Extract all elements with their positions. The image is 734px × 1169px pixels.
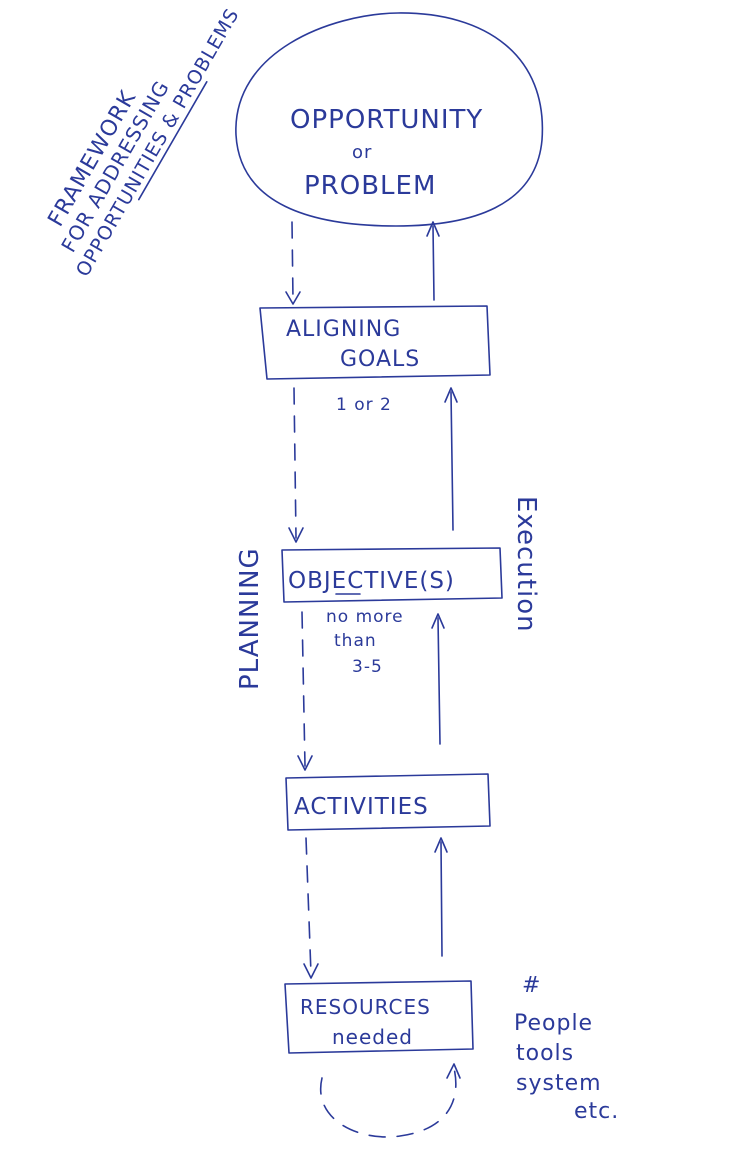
planning-arrow-2 — [293, 387, 297, 539]
resources-note: # People tools system etc. — [514, 973, 619, 1124]
planning-arrowhead-1 — [285, 291, 301, 305]
planning-arrow-1 — [291, 221, 294, 301]
opportunity-line-3: PROBLEM — [304, 171, 436, 201]
resources-line-1: RESOURCES — [300, 995, 431, 1019]
goals-line-1: ALIGNING — [286, 317, 401, 342]
activities-label: ACTIVITIES — [294, 794, 429, 820]
objectives-note-line-2: than — [334, 631, 377, 651]
resources-node: RESOURCES needed — [284, 980, 474, 1054]
activities-node: ACTIVITIES — [285, 773, 491, 831]
execution-arrowhead-4 — [434, 837, 448, 853]
resources-note-line-4: system — [516, 1071, 602, 1096]
resources-line-2: needed — [332, 1025, 413, 1049]
resources-note-line-5: etc. — [574, 1099, 619, 1124]
objectives-note-line-1: no more — [326, 607, 404, 627]
execution-arrow-3 — [437, 617, 441, 745]
goals-node: ALIGNING GOALS 1 or 2 — [259, 305, 491, 415]
resources-note-line-1: # — [522, 973, 541, 998]
resources-note-line-3: tools — [516, 1041, 574, 1066]
objectives-node: OBJECTIVE(S) no more than 3-5 — [281, 547, 503, 677]
planning-arrow-3 — [301, 611, 306, 767]
planning-label: PLANNING — [235, 547, 265, 690]
opportunity-node: OPPORTUNITY or PROBLEM — [235, 12, 544, 227]
execution-arrowhead-2 — [444, 387, 458, 403]
opportunity-ellipse — [235, 12, 544, 227]
planning-arrowhead-4 — [303, 963, 319, 979]
loop-arrow — [319, 1063, 461, 1138]
objectives-note-line-3: 3-5 — [352, 657, 383, 677]
planning-arrow-4 — [305, 837, 312, 975]
execution-arrow-4 — [440, 841, 443, 957]
execution-arrows — [426, 221, 458, 957]
planning-arrowhead-3 — [297, 755, 313, 771]
execution-label-group: Execution — [511, 496, 541, 633]
execution-arrow-2 — [450, 391, 454, 531]
goals-note: 1 or 2 — [336, 395, 392, 415]
side-note-underline — [137, 80, 208, 201]
goals-box — [259, 305, 491, 380]
planning-label-group: PLANNING — [235, 547, 265, 690]
opportunity-line-1: OPPORTUNITY — [290, 105, 483, 135]
activities-box — [285, 773, 491, 831]
objectives-label: OBJECTIVE(S) — [288, 568, 455, 594]
resources-note-line-2: People — [514, 1011, 593, 1036]
execution-arrowhead-1 — [426, 221, 440, 237]
execution-arrow-1 — [432, 225, 435, 301]
planning-arrowhead-2 — [288, 527, 304, 543]
resources-box — [284, 980, 474, 1054]
loop-arrowhead — [446, 1063, 461, 1079]
loop-arrow-path — [319, 1067, 457, 1138]
goals-line-2: GOALS — [340, 347, 420, 372]
planning-arrows — [285, 221, 319, 979]
execution-label: Execution — [511, 496, 541, 633]
opportunity-line-2: or — [352, 142, 372, 163]
execution-arrowhead-3 — [431, 613, 445, 629]
side-note: FRAMEWORK FOR ADDRESSING OPPORTUNITIES &… — [44, 5, 244, 281]
objectives-box — [281, 547, 503, 603]
